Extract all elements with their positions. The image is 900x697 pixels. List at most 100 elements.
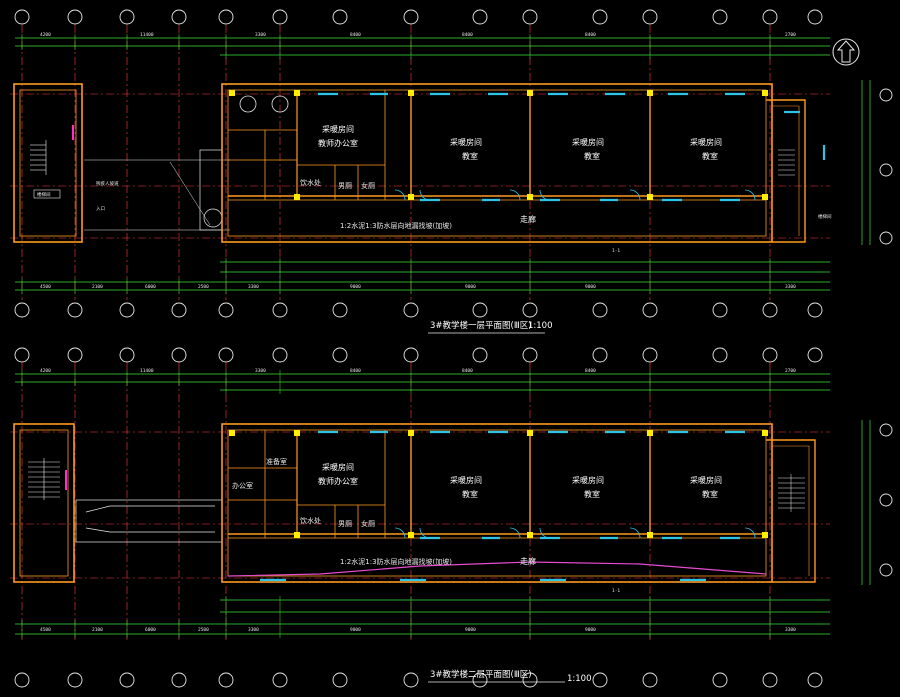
room-label: 采暖房间 [572,475,604,485]
room-label: 采暖房间 [450,137,482,147]
plan2-axis-lines [10,362,830,640]
ramp-label: 残疾人坡道 [96,180,119,187]
room-label: 男厕 [338,182,352,190]
axis-bubbles-top [14,9,823,25]
plan1-columns [229,90,768,200]
room-label: 采暖房间 [322,462,354,472]
dim-label: 2100 [92,627,103,633]
room-label: 女厕 [361,519,375,528]
plan1-dims-bottom: 4500 2100 6000 2500 3300 9000 9000 9000 … [40,284,796,290]
room-label: 教室 [462,151,478,161]
dim-label: 9000 [465,284,476,290]
plan1-dims-top: 4200 11400 3300 8400 8400 8400 2700 [40,32,796,38]
dim-label: 8400 [462,368,473,374]
plan1-title: 3#教学楼一层平面图(Ⅲ区) [430,320,532,331]
dim-label: 3300 [255,32,266,38]
dim-label: 9000 [350,284,361,290]
axis-bubbles-right [879,88,893,577]
dim-label: 3300 [248,284,259,290]
stair-box-label: 楼梯间 [37,191,51,198]
axis-bubbles-bottom [14,672,823,688]
floor-note: 1:2水泥1:3防水层向地漏找坡(加坡) [340,557,452,566]
plan2-room-labels: 采暖房间 教师办公室 采暖房间 教室 采暖房间 教室 采暖房间 教室 走廊 饮水… [232,457,722,594]
section-mark: 1-1 [612,248,620,254]
ramp-label: 入口 [96,206,105,212]
plan1-title-block: 3#教学楼一层平面图(Ⅲ区) 1:100 [428,320,553,334]
dim-label: 11400 [140,32,154,38]
plan1-walls [221,83,806,243]
plan1-ramp: 残疾人坡道 入口 [84,149,230,231]
plan1-stair-block: 楼梯间 [13,83,83,243]
dim-label: 3300 [248,627,259,633]
section-mark: 1-1 [612,588,620,594]
room-label: 教室 [584,489,600,499]
plan2-columns [229,430,768,538]
dim-label: 6000 [145,627,156,633]
plan1-axis-lines [10,25,830,300]
dim-label: 9000 [465,627,476,633]
room-label: 男厕 [338,520,352,528]
room-label: 采暖房间 [322,124,354,134]
room-label: 采暖房间 [690,137,722,147]
plan2-scale: 1:100 [567,674,592,684]
plan2-title: 3#教学楼二层平面图(Ⅲ区) [430,669,532,680]
dim-label: 3300 [785,284,796,290]
dim-label: 8400 [585,32,596,38]
plan2-dimension-lines [15,370,871,638]
dim-label: 4500 [40,627,51,633]
plan1-right-stair [778,149,795,176]
room-label: 办公室 [232,481,253,490]
plan2-walls [221,423,816,583]
dim-label: 8400 [462,32,473,38]
plan2-windows [260,430,745,582]
room-label: 教师办公室 [318,476,358,486]
room-label: 准备室 [266,457,287,466]
plan1-windows [318,92,826,202]
north-arrow-icon [832,38,860,66]
plan1-dimension-lines [15,34,871,294]
floor-note: 1:2水泥1:3防水层向地漏找坡(加坡) [340,221,452,230]
dim-label: 8400 [350,368,361,374]
room-label: 女厕 [361,181,375,190]
dim-label: 2500 [198,284,209,290]
room-label: 教室 [702,489,718,499]
plan1-scale: 1:100 [528,321,553,331]
room-label: 采暖房间 [450,475,482,485]
dim-label: 9000 [350,627,361,633]
dim-label: 4200 [40,32,51,38]
room-label: 采暖房间 [572,137,604,147]
room-label: 教室 [584,151,600,161]
plan2-title-block: 3#教学楼二层平面图(Ⅲ区) 1:100 [428,669,592,684]
dim-label: 8400 [350,32,361,38]
room-label: 采暖房间 [690,475,722,485]
room-label: 饮水处 [300,178,321,187]
dim-label: 2500 [198,627,209,633]
axis-bubbles-middle [14,302,823,363]
plan2-link-roof [75,499,223,543]
dim-label: 6000 [145,284,156,290]
room-label: 教师办公室 [318,138,358,148]
dim-label: 11400 [140,368,154,374]
dim-label: 4500 [40,284,51,290]
plan2-dims-bottom: 4500 2100 6000 2500 3300 9000 9000 9000 … [40,627,796,633]
dim-label: 2700 [785,32,796,38]
dim-label: 9000 [585,627,596,633]
dim-label: 2700 [785,368,796,374]
plan2-beam-line [227,561,767,577]
dim-label: 9000 [585,284,596,290]
plan2-stair-block [13,423,75,583]
dim-label: 3300 [785,627,796,633]
plan2-right-stair [778,474,805,512]
room-label: 教室 [702,151,718,161]
room-label: 走廊 [520,214,536,224]
plan1-doors [239,95,756,201]
dim-label: 8400 [585,368,596,374]
side-note: 楼梯间 [818,213,832,220]
plan2-dims-top: 4200 11400 3300 8400 8400 8400 2700 [40,368,796,374]
dim-label: 3300 [255,368,266,374]
room-label: 走廊 [520,556,536,566]
room-label: 教室 [462,489,478,499]
plan2-doors [394,527,756,539]
room-label: 饮水处 [300,516,321,525]
